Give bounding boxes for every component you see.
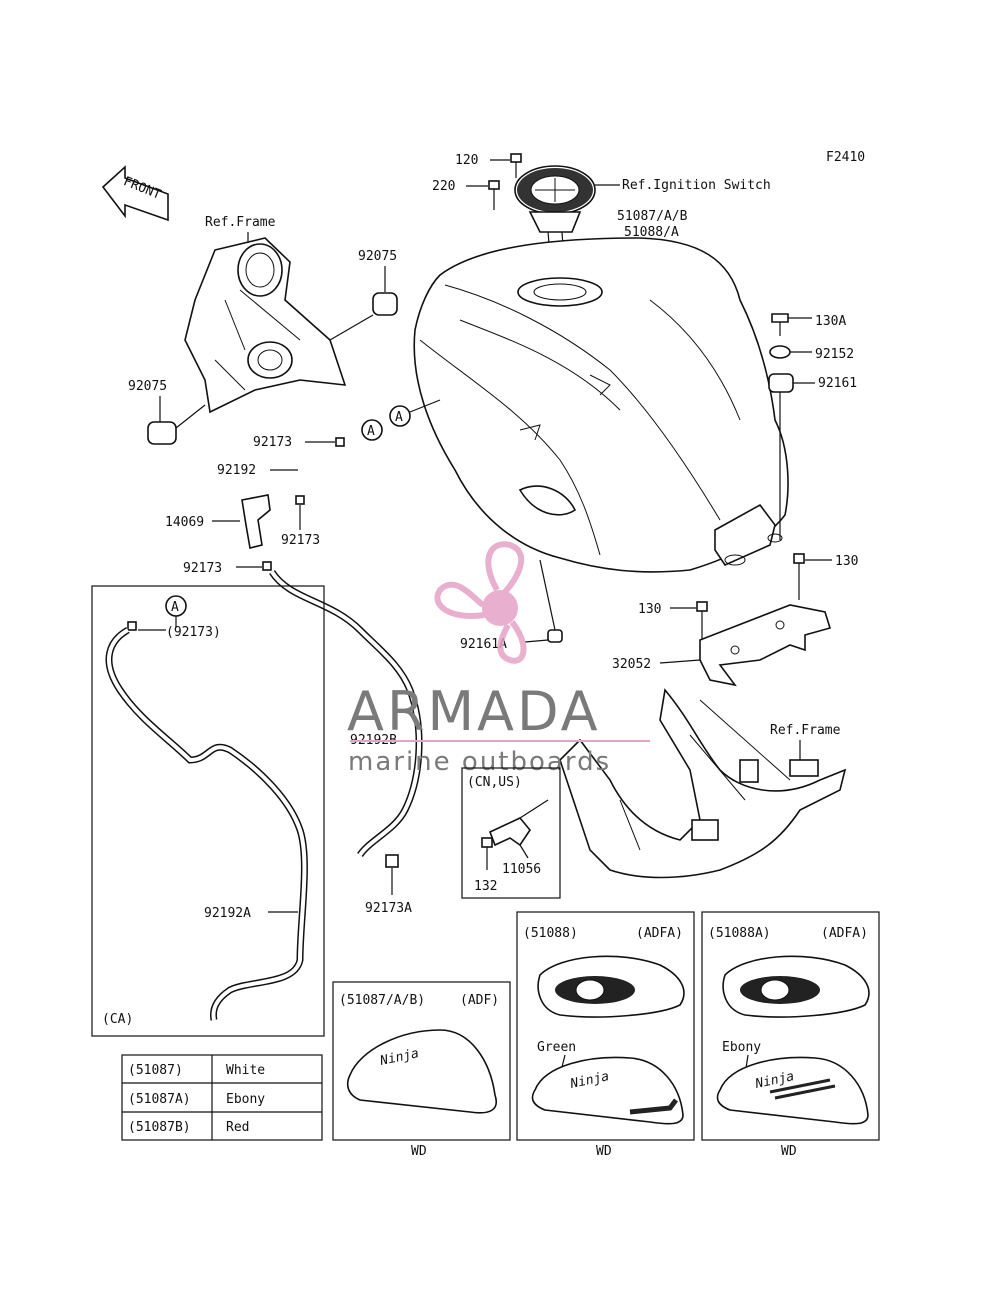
variant-3-code: (51088A) [708, 926, 771, 941]
color-table-color-2: Ebony [226, 1092, 265, 1107]
variant-3-color: Ebony [722, 1040, 761, 1055]
label-11056: 11056 [502, 862, 541, 877]
variant-box-51088A: (51088A) (ADFA) Ebony Ninja WD [701, 911, 880, 1159]
label-tank-51087: 51087/A/B [617, 209, 688, 224]
variant-box-51088: (51088) (ADFA) Green Ninja WD [516, 911, 695, 1159]
label-92075-top: 92075 [358, 249, 397, 264]
color-table-color-1: White [226, 1063, 265, 1078]
bolt-220 [488, 180, 500, 210]
color-table-code-3: (51087B) [128, 1120, 191, 1135]
variant-3-model: (ADFA) [821, 926, 868, 941]
watermark-brand: ARMADA [347, 680, 601, 743]
bolt-132 [481, 837, 493, 870]
label-92161: 92161 [818, 376, 857, 391]
variant-1-model: (ADF) [460, 993, 499, 1008]
label-220: 220 [432, 179, 455, 194]
hose-92192A [105, 626, 308, 1021]
label-ref-frame-right: Ref.Frame [770, 723, 841, 738]
bolt-130-right [793, 553, 805, 600]
marker-a-2: A [389, 405, 411, 427]
label-132: 132 [474, 879, 497, 894]
marker-a-ca: A [165, 595, 187, 617]
frame-lower [559, 688, 847, 879]
variant-2-color: Green [537, 1040, 576, 1055]
label-130A: 130A [815, 314, 846, 329]
variant-2-footer: WD [596, 1144, 612, 1159]
color-table-color-3: Red [226, 1120, 249, 1135]
fuel-tank [413, 237, 789, 573]
clamp-92173-a [335, 437, 345, 447]
variant-3-footer: WD [781, 1144, 797, 1159]
watermark-rule [350, 740, 650, 742]
label-92173-a: 92173 [253, 435, 292, 450]
grommet-92161A [547, 629, 563, 643]
label-32052: 32052 [612, 657, 651, 672]
clamp-92173-c [262, 561, 272, 571]
hose-92192B [269, 569, 423, 858]
label-130-right: 130 [835, 554, 858, 569]
label-92192: 92192 [217, 463, 256, 478]
grommet-92161 [768, 373, 815, 540]
bracket-11056 [488, 799, 549, 859]
front-arrow-icon: FRONT [101, 165, 169, 222]
label-92173-paren: (92173) [166, 625, 221, 640]
label-tank-51088: 51088/A [624, 225, 679, 240]
inset-ca [91, 585, 325, 1037]
grommet-92075-left [147, 404, 206, 445]
bolt-130A [771, 313, 812, 336]
variant-1-footer: WD [411, 1144, 427, 1159]
svg-text:A: A [171, 600, 179, 615]
variant-box-51087: (51087/A/B) (ADF) Ninja WD [332, 981, 511, 1159]
label-92192A: 92192A [204, 906, 251, 921]
bolt-130-mid [696, 601, 708, 640]
frame-steering-head [184, 237, 347, 414]
hose-92192 [298, 443, 331, 507]
color-table-code-1: (51087) [128, 1063, 183, 1078]
variant-2-model: (ADFA) [636, 926, 683, 941]
watermark-tagline: marine outboards [348, 747, 611, 777]
label-92161A: 92161A [460, 637, 507, 652]
collar-92152 [769, 345, 812, 359]
figure-code: F2410 [826, 150, 865, 165]
color-table: (51087) White (51087A) Ebony (51087B) Re… [121, 1054, 323, 1141]
color-table-code-2: (51087A) [128, 1092, 191, 1107]
variant-2-code: (51088) [523, 926, 578, 941]
label-92173-c: 92173 [183, 561, 222, 576]
grommet-92075-top [329, 292, 398, 341]
clamp-92173A [385, 854, 399, 868]
label-ref-ignition: Ref.Ignition Switch [622, 178, 771, 193]
label-92152: 92152 [815, 347, 854, 362]
clamp-92173-b [295, 495, 305, 505]
svg-text:A: A [367, 424, 375, 439]
svg-text:A: A [395, 410, 403, 425]
ignition-ring [514, 165, 596, 291]
label-130-mid: 130 [638, 602, 661, 617]
marker-a-1: A [361, 419, 383, 441]
watermark-logo [434, 541, 527, 664]
label-92075-left: 92075 [128, 379, 167, 394]
inset-cn-us [461, 767, 561, 899]
fitting-14069 [241, 494, 271, 549]
bracket-32052 [699, 604, 832, 687]
label-92173A: 92173A [365, 901, 412, 916]
inset-cn-us-title: (CN,US) [467, 775, 522, 790]
label-120: 120 [455, 153, 478, 168]
label-92173-b: 92173 [281, 533, 320, 548]
label-ref-frame-top: Ref.Frame [205, 215, 276, 230]
inset-ca-label: (CA) [102, 1012, 133, 1027]
variant-1-code: (51087/A/B) [339, 993, 425, 1008]
clamp-92173-ca [127, 621, 137, 631]
bolt-120 [510, 153, 522, 178]
label-14069: 14069 [165, 515, 204, 530]
